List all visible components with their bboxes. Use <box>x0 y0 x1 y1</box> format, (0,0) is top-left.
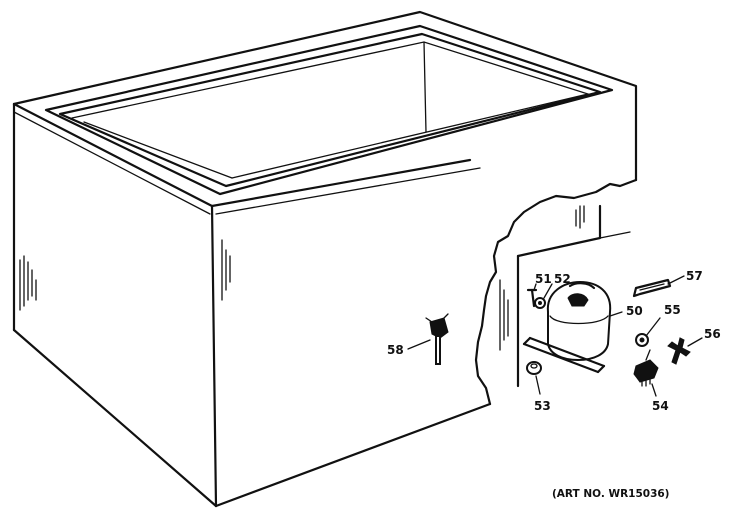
callout-57: 57 <box>686 269 703 283</box>
callout-56: 56 <box>704 327 721 341</box>
freezer-cabinet <box>12 10 638 508</box>
relay-part[interactable] <box>633 349 659 397</box>
leader-line-52 <box>543 283 553 299</box>
grommet-part[interactable] <box>534 297 546 309</box>
art-number-label: (ART NO. WR15036) <box>552 488 669 500</box>
side-hatching <box>19 239 231 311</box>
callout-58: 58 <box>387 343 404 357</box>
wire-clip-part[interactable] <box>632 275 685 298</box>
callout-54: 54 <box>652 399 669 413</box>
callout-labels: 58 51 52 50 55 57 56 53 54 <box>387 269 721 413</box>
cutaway-hatching <box>499 205 585 351</box>
mounting-grommet-part[interactable] <box>526 361 542 395</box>
compressor-part[interactable] <box>522 280 623 374</box>
clip-cover-part[interactable] <box>667 337 703 365</box>
callout-50: 50 <box>626 304 643 318</box>
overload-protector-part[interactable] <box>635 317 661 347</box>
callout-55: 55 <box>664 303 681 317</box>
callout-53: 53 <box>534 399 551 413</box>
power-cord-plug-part[interactable] <box>407 313 449 365</box>
callout-51: 51 <box>535 272 552 286</box>
callout-52: 52 <box>554 272 571 286</box>
leader-line-51 <box>533 283 537 291</box>
